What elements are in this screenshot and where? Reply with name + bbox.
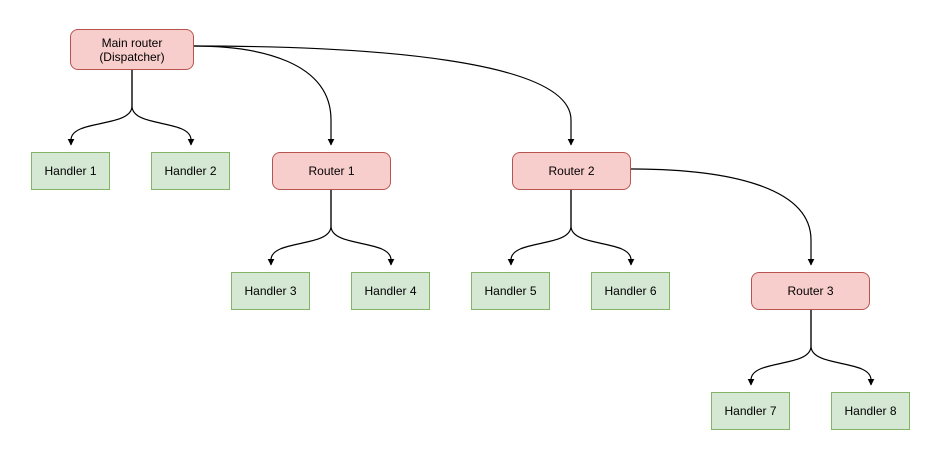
node-label-router-2: Router 2 <box>548 164 595 178</box>
edge-main-to-router-2 <box>193 45 575 146</box>
node-handler-2[interactable]: Handler 2 <box>151 152 230 190</box>
node-handler-3[interactable]: Handler 3 <box>231 272 310 310</box>
node-handler-1[interactable]: Handler 1 <box>31 152 110 190</box>
node-handler-8[interactable]: Handler 8 <box>831 392 910 430</box>
node-router-3[interactable]: Router 3 <box>751 272 870 310</box>
edge-main-to-handler-1 <box>67 70 133 146</box>
node-label-handler-6: Handler 6 <box>604 284 657 298</box>
node-label-main-router: Main router (Dispatcher) <box>99 35 165 64</box>
node-router-2[interactable]: Router 2 <box>512 152 631 190</box>
node-label-handler-3: Handler 3 <box>244 284 297 298</box>
edge-router-3-to-handler-7 <box>747 310 812 386</box>
edge-main-to-handler-2 <box>131 70 195 146</box>
node-label-router-3: Router 3 <box>787 284 834 298</box>
edge-group <box>67 45 875 386</box>
edge-router-1-to-handler-4 <box>330 190 395 266</box>
node-handler-7[interactable]: Handler 7 <box>711 392 790 430</box>
node-label-handler-8: Handler 8 <box>844 404 897 418</box>
edge-router-3-to-handler-8 <box>810 310 875 386</box>
edge-router-1-to-handler-3 <box>267 190 332 266</box>
edge-router-2-to-router-3 <box>630 168 815 266</box>
node-label-router-1: Router 1 <box>308 164 355 178</box>
node-label-handler-1: Handler 1 <box>44 164 97 178</box>
node-handler-6[interactable]: Handler 6 <box>591 272 670 310</box>
node-label-handler-7: Handler 7 <box>724 404 777 418</box>
node-label-handler-5: Handler 5 <box>484 284 537 298</box>
node-handler-5[interactable]: Handler 5 <box>471 272 550 310</box>
edge-router-2-to-handler-6 <box>570 190 635 266</box>
node-router-1[interactable]: Router 1 <box>272 152 391 190</box>
edge-main-to-router-1 <box>193 45 335 146</box>
node-label-handler-2: Handler 2 <box>164 164 217 178</box>
edge-router-2-to-handler-5 <box>507 190 572 266</box>
node-main-router[interactable]: Main router (Dispatcher) <box>70 29 194 70</box>
node-handler-4[interactable]: Handler 4 <box>351 272 430 310</box>
node-label-handler-4: Handler 4 <box>364 284 417 298</box>
